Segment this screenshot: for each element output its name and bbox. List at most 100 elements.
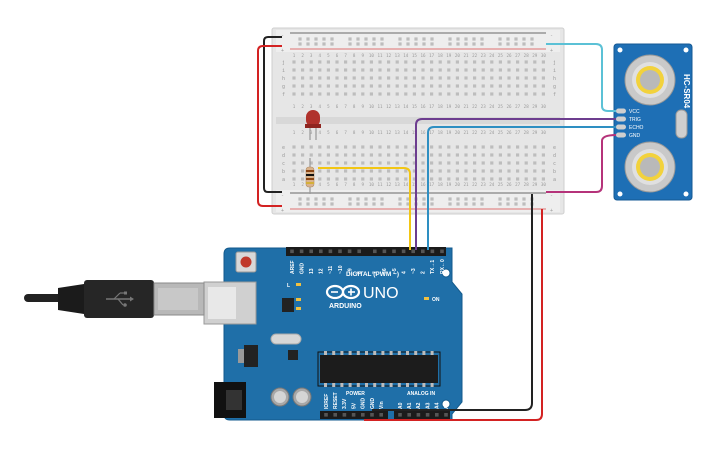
breadboard-hole[interactable] xyxy=(430,76,434,80)
breadboard-hole[interactable] xyxy=(301,84,305,88)
rail-hole[interactable] xyxy=(456,202,460,206)
breadboard-hole[interactable] xyxy=(404,145,408,149)
rail-hole[interactable] xyxy=(414,37,418,41)
rail-hole[interactable] xyxy=(298,202,302,206)
rail-hole[interactable] xyxy=(498,197,502,201)
rail-hole[interactable] xyxy=(522,202,526,206)
breadboard-hole[interactable] xyxy=(361,68,365,72)
breadboard-hole[interactable] xyxy=(412,60,416,64)
rail-hole[interactable] xyxy=(530,37,534,41)
breadboard-hole[interactable] xyxy=(352,92,356,96)
breadboard-hole[interactable] xyxy=(498,84,502,88)
breadboard-hole[interactable] xyxy=(473,145,477,149)
rail-hole[interactable] xyxy=(522,37,526,41)
breadboard-hole[interactable] xyxy=(352,84,356,88)
breadboard-hole[interactable] xyxy=(481,76,485,80)
digital-pin[interactable] xyxy=(309,249,313,254)
breadboard-hole[interactable] xyxy=(369,76,373,80)
breadboard-hole[interactable] xyxy=(352,161,356,165)
breadboard-hole[interactable] xyxy=(490,169,494,173)
rail-hole[interactable] xyxy=(306,42,310,46)
breadboard-hole[interactable] xyxy=(447,68,451,72)
breadboard-hole[interactable] xyxy=(464,177,468,181)
breadboard-hole[interactable] xyxy=(438,76,442,80)
breadboard-hole[interactable] xyxy=(404,92,408,96)
breadboard-hole[interactable] xyxy=(541,84,545,88)
digital-pin[interactable] xyxy=(373,249,377,254)
breadboard-hole[interactable] xyxy=(455,92,459,96)
rail-hole[interactable] xyxy=(430,197,434,201)
breadboard-hole[interactable] xyxy=(541,153,545,157)
breadboard-hole[interactable] xyxy=(455,161,459,165)
breadboard-hole[interactable] xyxy=(326,92,330,96)
breadboard-hole[interactable] xyxy=(318,145,322,149)
breadboard-hole[interactable] xyxy=(533,60,537,64)
rail-hole[interactable] xyxy=(306,37,310,41)
breadboard-hole[interactable] xyxy=(524,169,528,173)
rail-hole[interactable] xyxy=(364,197,368,201)
rail-hole[interactable] xyxy=(356,197,360,201)
breadboard-hole[interactable] xyxy=(404,84,408,88)
breadboard-hole[interactable] xyxy=(369,153,373,157)
breadboard-hole[interactable] xyxy=(352,76,356,80)
breadboard-hole[interactable] xyxy=(447,153,451,157)
breadboard-hole[interactable] xyxy=(326,145,330,149)
breadboard-hole[interactable] xyxy=(507,161,511,165)
breadboard-hole[interactable] xyxy=(412,68,416,72)
rail-hole[interactable] xyxy=(406,197,410,201)
breadboard-hole[interactable] xyxy=(430,153,434,157)
breadboard-hole[interactable] xyxy=(533,161,537,165)
breadboard-hole[interactable] xyxy=(318,177,322,181)
breadboard-hole[interactable] xyxy=(516,169,520,173)
breadboard-hole[interactable] xyxy=(301,76,305,80)
rail-hole[interactable] xyxy=(380,202,384,206)
rail-hole[interactable] xyxy=(448,202,452,206)
rail-hole[interactable] xyxy=(398,197,402,201)
rail-hole[interactable] xyxy=(448,197,452,201)
breadboard-hole[interactable] xyxy=(361,161,365,165)
breadboard-hole[interactable] xyxy=(524,92,528,96)
breadboard-hole[interactable] xyxy=(516,92,520,96)
rail-hole[interactable] xyxy=(348,37,352,41)
breadboard-hole[interactable] xyxy=(447,92,451,96)
breadboard-hole[interactable] xyxy=(541,60,545,64)
breadboard-hole[interactable] xyxy=(378,76,382,80)
breadboard-hole[interactable] xyxy=(498,76,502,80)
breadboard-hole[interactable] xyxy=(292,76,296,80)
digital-pin[interactable] xyxy=(411,249,415,254)
breadboard-hole[interactable] xyxy=(455,169,459,173)
rail-hole[interactable] xyxy=(298,42,302,46)
digital-pin[interactable] xyxy=(357,249,361,254)
breadboard-hole[interactable] xyxy=(524,60,528,64)
breadboard-hole[interactable] xyxy=(524,177,528,181)
breadboard-hole[interactable] xyxy=(326,169,330,173)
rail-hole[interactable] xyxy=(306,202,310,206)
breadboard-hole[interactable] xyxy=(421,84,425,88)
breadboard-hole[interactable] xyxy=(326,161,330,165)
rail-hole[interactable] xyxy=(330,197,334,201)
rail-hole[interactable] xyxy=(514,202,518,206)
rail-hole[interactable] xyxy=(464,202,468,206)
breadboard-hole[interactable] xyxy=(473,84,477,88)
breadboard-hole[interactable] xyxy=(490,60,494,64)
breadboard-hole[interactable] xyxy=(507,60,511,64)
breadboard-hole[interactable] xyxy=(395,76,399,80)
rail-hole[interactable] xyxy=(514,42,518,46)
breadboard-hole[interactable] xyxy=(352,169,356,173)
digital-pin[interactable] xyxy=(440,249,444,254)
analog-pin[interactable] xyxy=(435,413,439,417)
breadboard-hole[interactable] xyxy=(292,161,296,165)
breadboard-hole[interactable] xyxy=(516,60,520,64)
breadboard-hole[interactable] xyxy=(318,76,322,80)
breadboard-hole[interactable] xyxy=(318,169,322,173)
breadboard-hole[interactable] xyxy=(473,161,477,165)
breadboard-hole[interactable] xyxy=(335,177,339,181)
breadboard-hole[interactable] xyxy=(490,68,494,72)
breadboard-hole[interactable] xyxy=(498,145,502,149)
breadboard-hole[interactable] xyxy=(464,153,468,157)
breadboard-hole[interactable] xyxy=(412,153,416,157)
rail-hole[interactable] xyxy=(322,202,326,206)
breadboard-hole[interactable] xyxy=(361,169,365,173)
breadboard-hole[interactable] xyxy=(326,60,330,64)
breadboard-hole[interactable] xyxy=(464,76,468,80)
